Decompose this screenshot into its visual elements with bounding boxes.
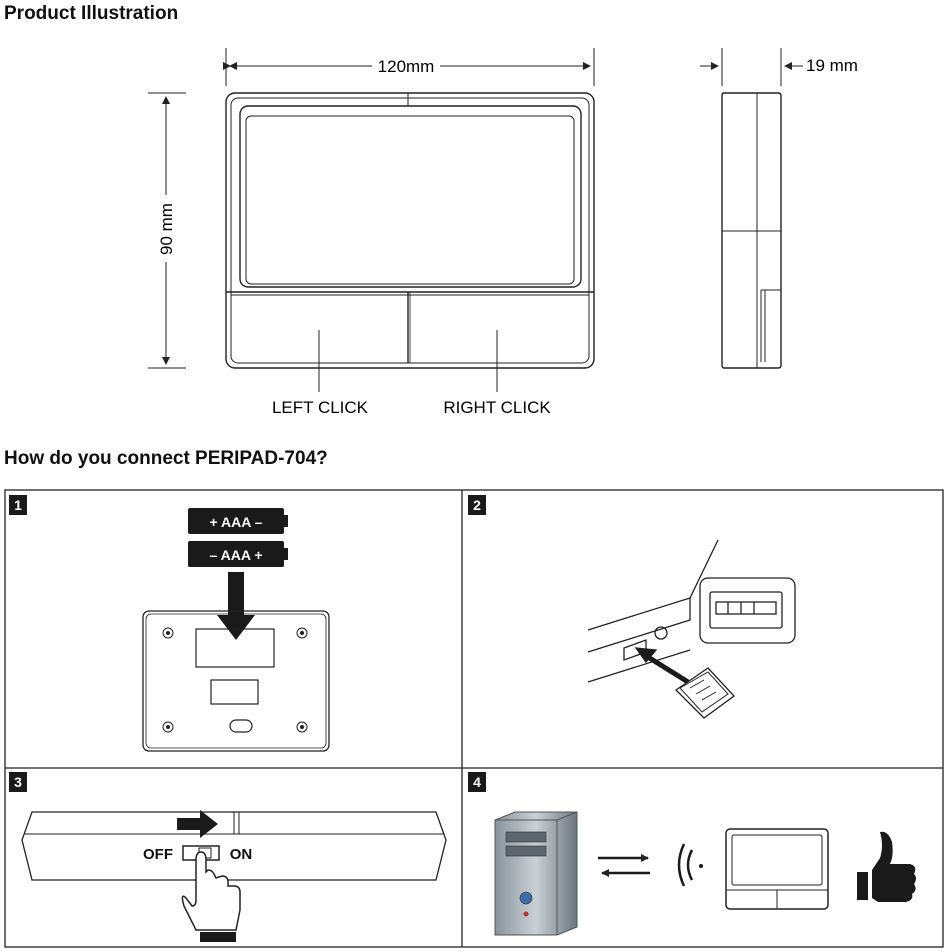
right-click-label: RIGHT CLICK — [443, 398, 551, 417]
step-number-badges: 1 2 3 4 — [9, 495, 486, 792]
step-1-battery-illustration: + AAA – – AAA + — [143, 508, 329, 751]
switch-off-label: OFF — [143, 846, 173, 863]
width-label: 120mm — [378, 57, 435, 76]
step-4-number: 4 — [473, 774, 481, 790]
depth-label: 19 mm — [806, 56, 858, 75]
step-2-usb-illustration — [588, 540, 795, 718]
touchpad-front-view — [226, 93, 594, 392]
switch-on-label: ON — [230, 846, 253, 863]
step-3-number: 3 — [14, 774, 22, 790]
dimension-depth — [700, 48, 803, 86]
step-3-switch-illustration: OFF ON — [22, 810, 446, 942]
step-2-number: 2 — [473, 497, 481, 513]
battery-bottom-label: – AAA + — [209, 547, 262, 563]
height-label: 90 mm — [157, 203, 176, 255]
step-1-number: 1 — [14, 497, 22, 513]
step-4-connected-illustration — [495, 812, 916, 935]
left-click-label: LEFT CLICK — [272, 398, 369, 417]
battery-top-label: + AAA – — [209, 514, 262, 530]
touchpad-side-view — [722, 93, 781, 368]
